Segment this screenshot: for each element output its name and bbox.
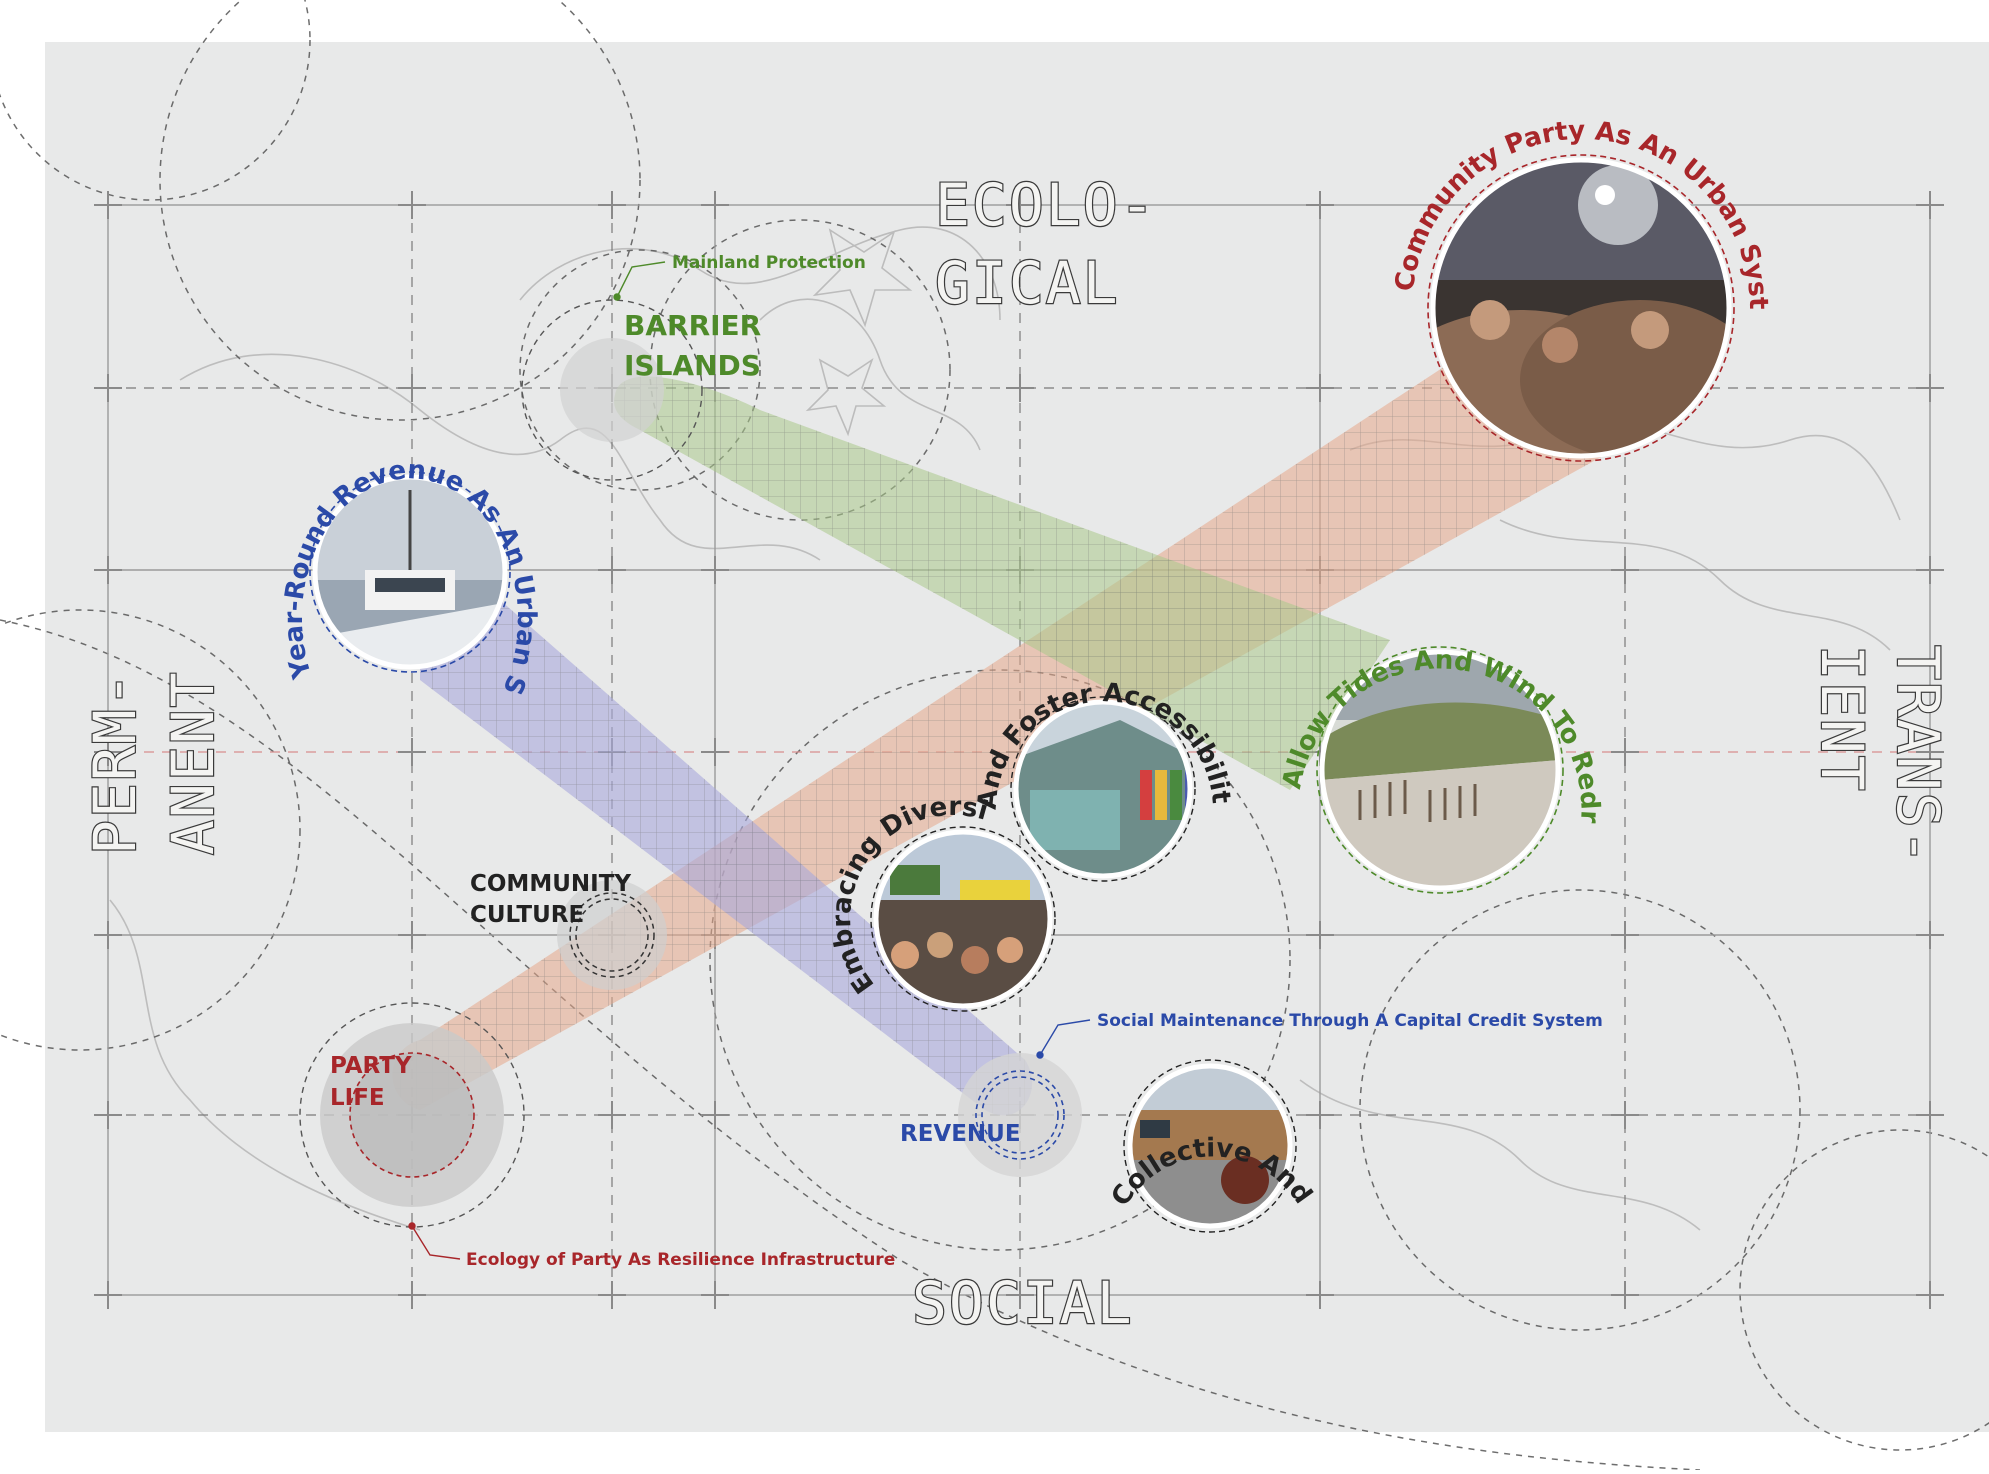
storefront-pride-flags-photo (1010, 696, 1196, 882)
building-sculpture-photo (1123, 1059, 1297, 1233)
grid-cross (1306, 921, 1334, 949)
grid-cross (701, 1101, 729, 1129)
grid-cross (1306, 1101, 1334, 1129)
grid-cross (94, 738, 122, 766)
grid-cross (1916, 921, 1944, 949)
grid-cross (1916, 738, 1944, 766)
axis-bottom: SOCIAL (912, 1269, 1134, 1337)
axis-top-line2: GICAL (935, 249, 1120, 317)
node-revenue: REVENUE (900, 1121, 1021, 1147)
band-ecology (614, 376, 1390, 790)
axis-right-line1: TRANS- (1884, 645, 1952, 867)
grid-cross (1306, 1281, 1334, 1309)
grid-cross (398, 191, 426, 219)
grid-cross (1916, 374, 1944, 402)
grid-cross (1611, 921, 1639, 949)
grid-cross (1916, 191, 1944, 219)
node-halos (299, 299, 1082, 1228)
note-mainland-protection: Mainland Protection (672, 253, 866, 273)
grid-cross (398, 738, 426, 766)
grid-cross (94, 191, 122, 219)
grid-cross (1916, 1281, 1944, 1309)
node-community-culture-line1: COMMUNITY (470, 871, 631, 897)
leader-ecology-of-party (408, 1222, 461, 1260)
grid-cross (1611, 1281, 1639, 1309)
axis-left-line1: PERM- (81, 670, 149, 855)
axis-left-line2: ANENT (159, 670, 227, 855)
dune-fence-photo (1316, 646, 1564, 894)
grid-cross (1006, 191, 1034, 219)
band-revenue (420, 600, 1033, 1116)
node-barrier-islands-line2: ISLANDS (624, 349, 761, 382)
axis-top-line1: ECOLO- (935, 171, 1157, 239)
node-party-life-line1: PARTY (330, 1053, 412, 1079)
leader-social-maintenance (1036, 1019, 1091, 1059)
note-social-maintenance: Social Maintenance Through A Capital Cre… (1097, 1011, 1603, 1031)
node-community-culture-line2: CULTURE (470, 902, 584, 928)
grid-cross (1916, 556, 1944, 584)
note-ecology-of-party: Ecology of Party As Resilience Infrastru… (466, 1250, 895, 1270)
band-community-party (392, 289, 1666, 1110)
grid-cross (1611, 1101, 1639, 1129)
grid-cross (1611, 556, 1639, 584)
axis-right-line2: IENT (1808, 645, 1876, 793)
grid-cross (94, 1281, 122, 1309)
node-party-life-line2: LIFE (330, 1085, 385, 1111)
grid-cross (94, 374, 122, 402)
grid-cross (598, 556, 626, 584)
grid-cross (701, 191, 729, 219)
grid-cross (701, 1281, 729, 1309)
grid-cross (598, 1281, 626, 1309)
grid-cross (1611, 738, 1639, 766)
grid-cross (94, 556, 122, 584)
node-barrier-islands-line1: BARRIER (624, 309, 761, 342)
grid-cross (701, 556, 729, 584)
grid-cross (398, 921, 426, 949)
grid-cross (94, 921, 122, 949)
grid-cross (701, 738, 729, 766)
grid-cross (1006, 1281, 1034, 1309)
grid-cross (1916, 1101, 1944, 1129)
grid-cross (94, 1101, 122, 1129)
disco-ball-photo (1427, 154, 1735, 462)
grid-cross (598, 191, 626, 219)
grid-cross (398, 374, 426, 402)
grid-cross (1306, 191, 1334, 219)
leader-mainland-protection (613, 261, 666, 301)
grid-cross (1006, 374, 1034, 402)
grid-cross (398, 1281, 426, 1309)
grid-cross (598, 1101, 626, 1129)
grid-cross (1306, 374, 1334, 402)
